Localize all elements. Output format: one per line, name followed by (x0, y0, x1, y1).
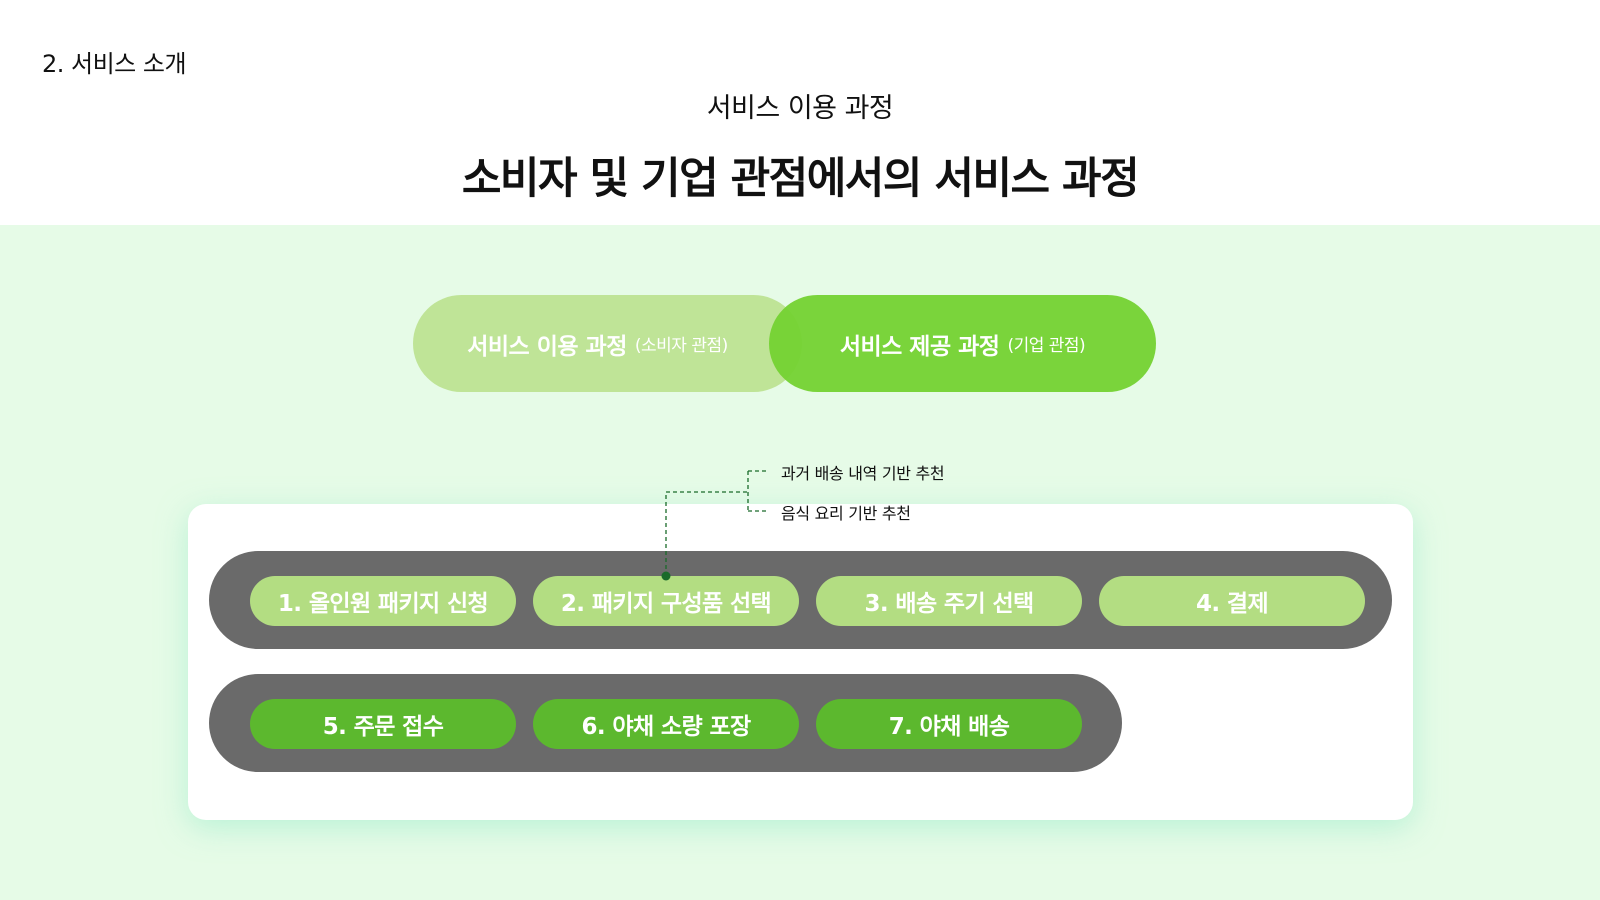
perspective-consumer-label: 서비스 이용 과정 (467, 333, 627, 360)
step-2: 2. 패키지 구성품 선택 (533, 576, 799, 626)
page-title: 소비자 및 기업 관점에서의 서비스 과정 (461, 154, 1140, 204)
page-subtitle: 서비스 이용 과정 (706, 93, 894, 124)
step-7: 7. 야채 배송 (816, 699, 1082, 749)
perspective-company-pill: 서비스 제공 과정 (기업 관점) (769, 295, 1156, 392)
section-label: 2. 서비스 소개 (42, 50, 187, 78)
perspective-company-label: 서비스 제공 과정 (839, 333, 1000, 360)
perspective-consumer-pill: 서비스 이용 과정 (소비자 관점) (413, 295, 802, 392)
step-4: 4. 결제 (1099, 576, 1365, 626)
perspective-company-note: (기업 관점) (1007, 336, 1086, 356)
step-6: 6. 야채 소량 포장 (533, 699, 799, 749)
annotation-history-recommendation: 과거 배송 내역 기반 추천 (781, 464, 945, 483)
perspective-consumer-note: (소비자 관점) (634, 336, 728, 356)
step-5: 5. 주문 접수 (250, 699, 516, 749)
annotation-recipe-recommendation: 음식 요리 기반 추천 (781, 504, 911, 523)
step-3: 3. 배송 주기 선택 (816, 576, 1082, 626)
step-1: 1. 올인원 패키지 신청 (250, 576, 516, 626)
